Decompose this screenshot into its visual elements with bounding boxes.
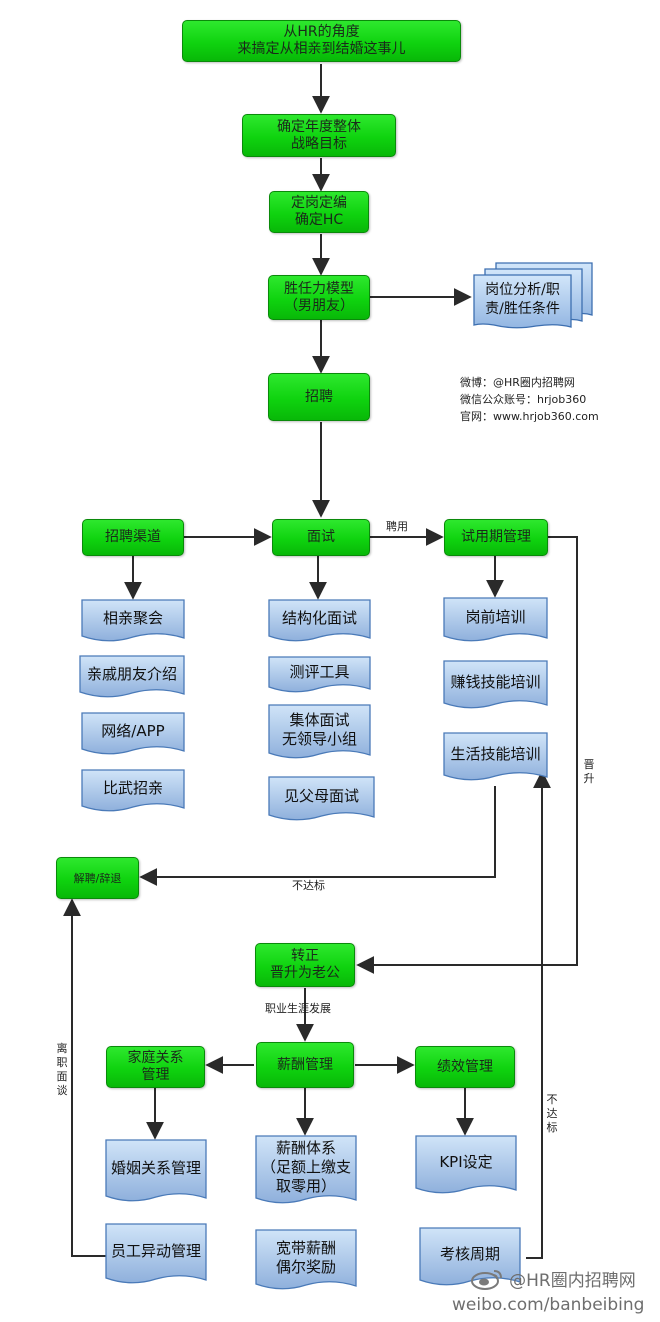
channel-doc: 网络/APP	[81, 712, 185, 759]
document-label: 相亲聚会	[102, 609, 163, 627]
document-label: 赚钱技能培训	[450, 673, 541, 691]
document-label: 集体面试 无领导小组	[281, 710, 357, 748]
competency-box: 胜任力模型 （男朋友）	[268, 275, 370, 320]
document-shape	[105, 1223, 207, 1284]
interview-doc: 测评工具	[268, 656, 371, 697]
family-doc: 员工异动管理	[105, 1223, 207, 1288]
probation-box: 试用期管理	[444, 519, 548, 556]
document-label: KPI设定	[439, 1153, 493, 1171]
document-shape	[81, 599, 185, 642]
document-label: 网络/APP	[101, 722, 165, 740]
salary-doc: 宽带薪酬 偶尔奖励	[255, 1229, 357, 1294]
arrow-probation-to-confirm	[356, 536, 578, 974]
edge-label-fail-review: 不达标	[546, 1093, 558, 1134]
interview-box: 面试	[272, 519, 370, 556]
document-label: 测评工具	[289, 663, 350, 681]
probation-doc: 赚钱技能培训	[443, 660, 548, 713]
confirm-box: 转正 晋升为老公	[255, 943, 355, 987]
document-shape	[443, 597, 548, 642]
salary-box: 薪酬管理	[256, 1042, 354, 1088]
watermark-url: weibo.com/banbeibing	[452, 1295, 645, 1315]
edge-label-fail-probation: 不达标	[292, 879, 325, 892]
document-label: 见父母面试	[283, 787, 359, 805]
family-doc: 婚姻关系管理	[105, 1139, 207, 1206]
title-box: 从HR的角度 来搞定从相亲到结婚这事儿	[182, 20, 461, 62]
document-label: 员工异动管理	[110, 1242, 201, 1260]
document-label: 考核周期	[439, 1245, 500, 1263]
interview-doc: 结构化面试	[268, 599, 371, 646]
channel-doc: 比武招亲	[81, 769, 185, 816]
arrow-transfer-to-dismiss	[63, 898, 106, 1257]
website-text: 官网：www.hrjob360.com	[460, 410, 599, 423]
performance-box: 绩效管理	[415, 1046, 515, 1088]
document-shape	[443, 660, 548, 709]
document-label: 亲戚朋友介绍	[86, 665, 177, 683]
document-shape	[268, 656, 371, 693]
wechat-text: 微信公众账号：hrjob360	[460, 393, 587, 406]
document-shape	[415, 1135, 517, 1194]
document-shape	[105, 1139, 207, 1202]
weibo-text: 微博：@HR圈内招聘网	[460, 376, 575, 389]
edge-label-promote: 晋升	[583, 758, 595, 785]
document-label: 生活技能培训	[450, 745, 541, 763]
document-shape	[268, 776, 375, 821]
interview-doc: 集体面试 无领导小组	[268, 704, 371, 763]
document-shape	[255, 1229, 357, 1290]
document-shape	[81, 712, 185, 755]
family-box: 家庭关系 管理	[106, 1046, 205, 1088]
document-label: 比武招亲	[102, 779, 163, 797]
document-shape	[268, 599, 371, 642]
strategy-box: 确定年度整体 战略目标	[242, 114, 396, 157]
channel-box: 招聘渠道	[82, 519, 184, 556]
edge-label-career: 职业生涯发展	[265, 1002, 331, 1015]
arrow-training-to-dismiss	[139, 786, 496, 886]
headcount-box: 定岗定编 确定HC	[269, 191, 369, 233]
document-label: 宽带薪酬 偶尔奖励	[275, 1238, 336, 1276]
channel-doc: 相亲聚会	[81, 599, 185, 646]
dismiss-box: 解聘/辞退	[56, 857, 139, 899]
document-shape	[79, 655, 185, 698]
probation-doc: 岗前培训	[443, 597, 548, 646]
interview-doc: 见父母面试	[268, 776, 375, 825]
document-shape	[268, 704, 371, 759]
recruit-box: 招聘	[268, 373, 370, 421]
channel-doc: 亲戚朋友介绍	[79, 655, 185, 702]
document-shape	[443, 732, 548, 781]
edge-label-hire: 聘用	[386, 520, 408, 533]
document-label: 岗前培训	[465, 608, 526, 626]
watermark-handle: @HR圈内招聘网	[509, 1271, 636, 1291]
document-label: 结构化面试	[281, 609, 357, 627]
edge-label-exit-interview: 离职面谈	[56, 1042, 68, 1097]
document-shape	[81, 769, 185, 812]
probation-doc: 生活技能培训	[443, 732, 548, 785]
performance-doc: KPI设定	[415, 1135, 517, 1198]
document-shape	[255, 1135, 357, 1204]
weibo-watermark: @HR圈内招聘网	[470, 1266, 636, 1291]
arrow-review-to-training	[526, 770, 551, 1259]
document-label: 薪酬体系 （足额上缴支 取零用）	[260, 1139, 351, 1195]
document-label: 婚姻关系管理	[110, 1159, 201, 1177]
contact-info: 微博：@HR圈内招聘网 微信公众账号：hrjob360 官网：www.hrjob…	[460, 374, 599, 425]
weibo-logo-icon	[470, 1268, 504, 1290]
job-analysis-document: 岗位分析/职 责/胜任条件	[473, 262, 593, 331]
salary-doc: 薪酬体系 （足额上缴支 取零用）	[255, 1135, 357, 1208]
